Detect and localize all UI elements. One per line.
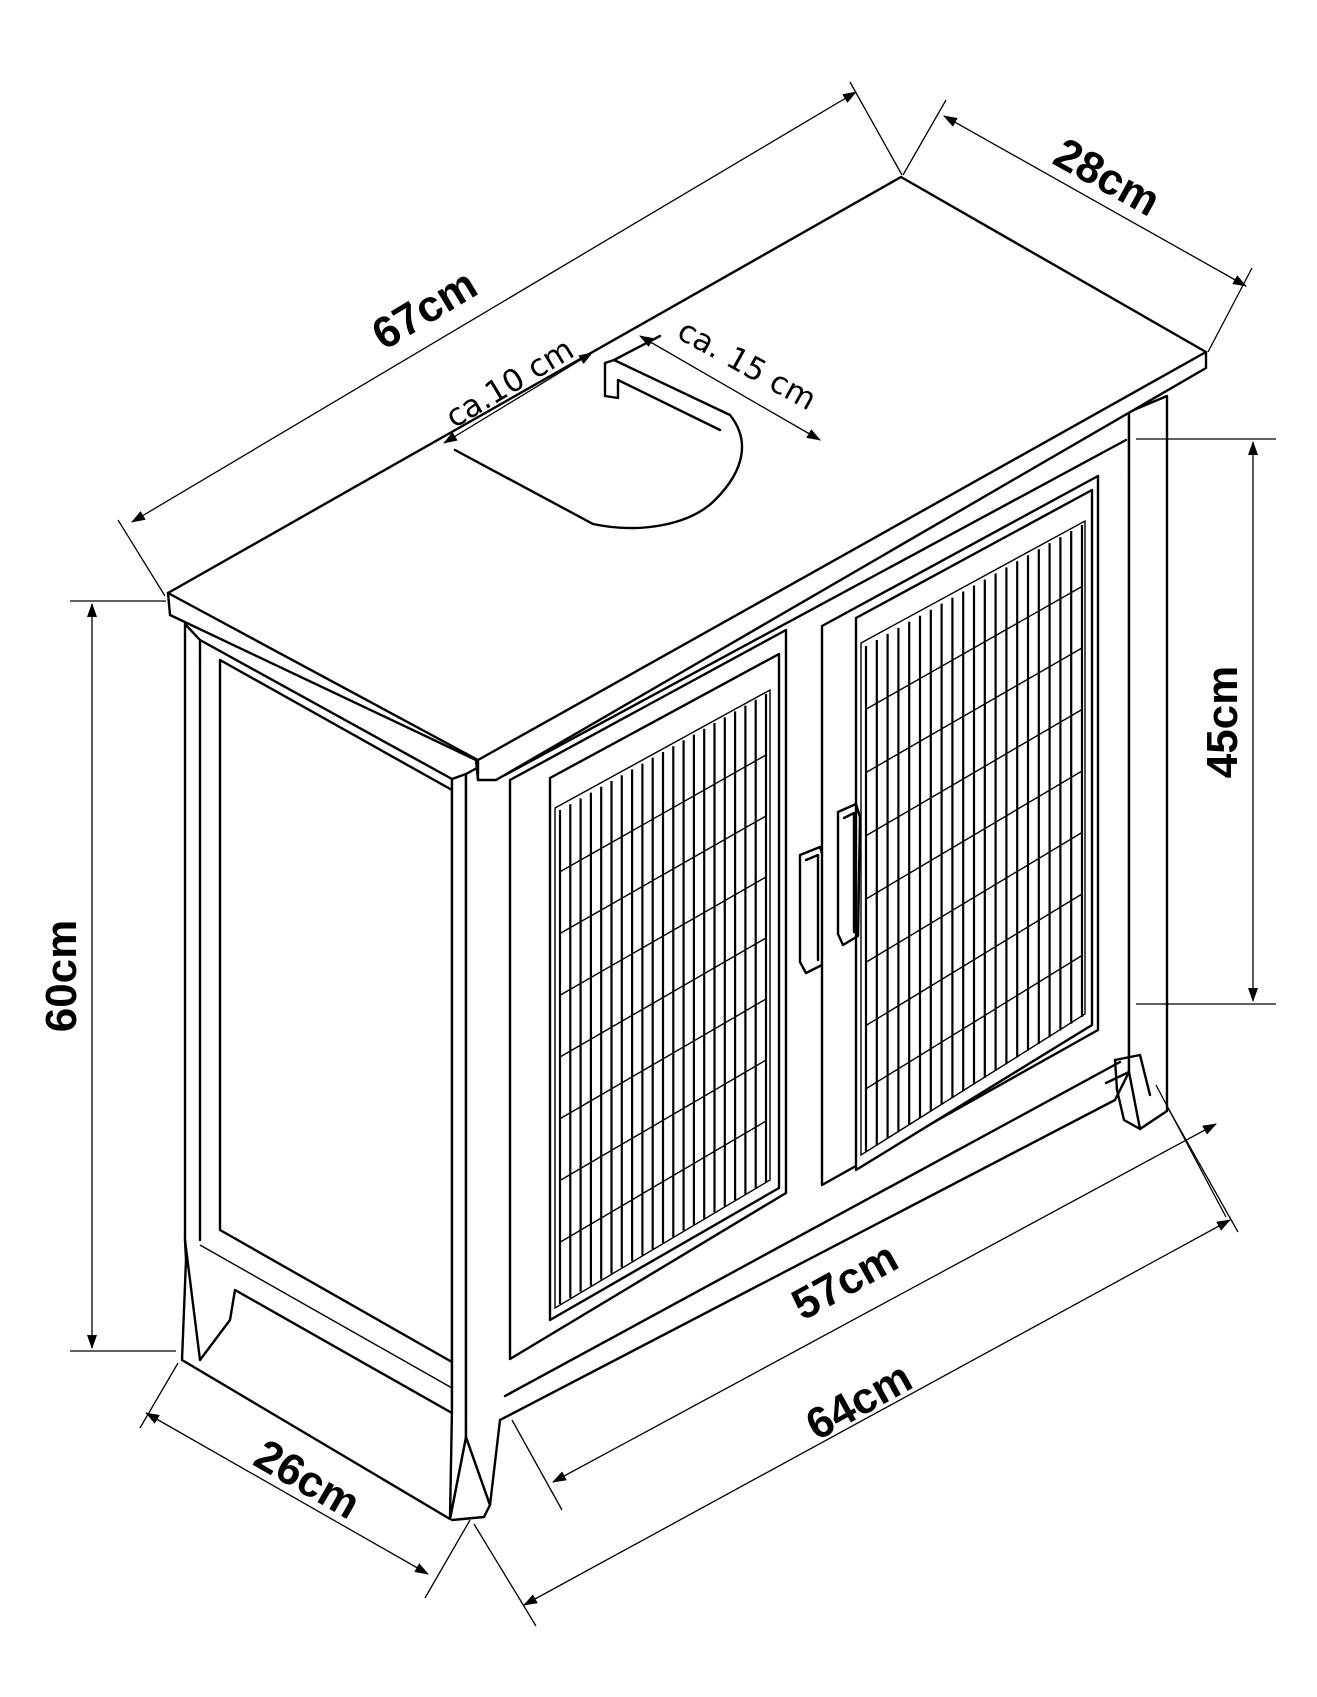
dimension-lines (70, 81, 1276, 1627)
door-right-handle (836, 802, 862, 947)
side-panel (180, 622, 468, 1521)
label-top-length: 67cm (364, 260, 486, 360)
label-top-depth: 28cm (1046, 129, 1168, 226)
label-door-height: 45cm (1198, 666, 1247, 779)
front-left-post (448, 772, 468, 1521)
door-right-grille (864, 525, 1084, 1152)
right-post (1127, 394, 1169, 1131)
label-total-height: 60cm (37, 920, 86, 1033)
label-outer-width: 64cm (798, 1353, 920, 1450)
